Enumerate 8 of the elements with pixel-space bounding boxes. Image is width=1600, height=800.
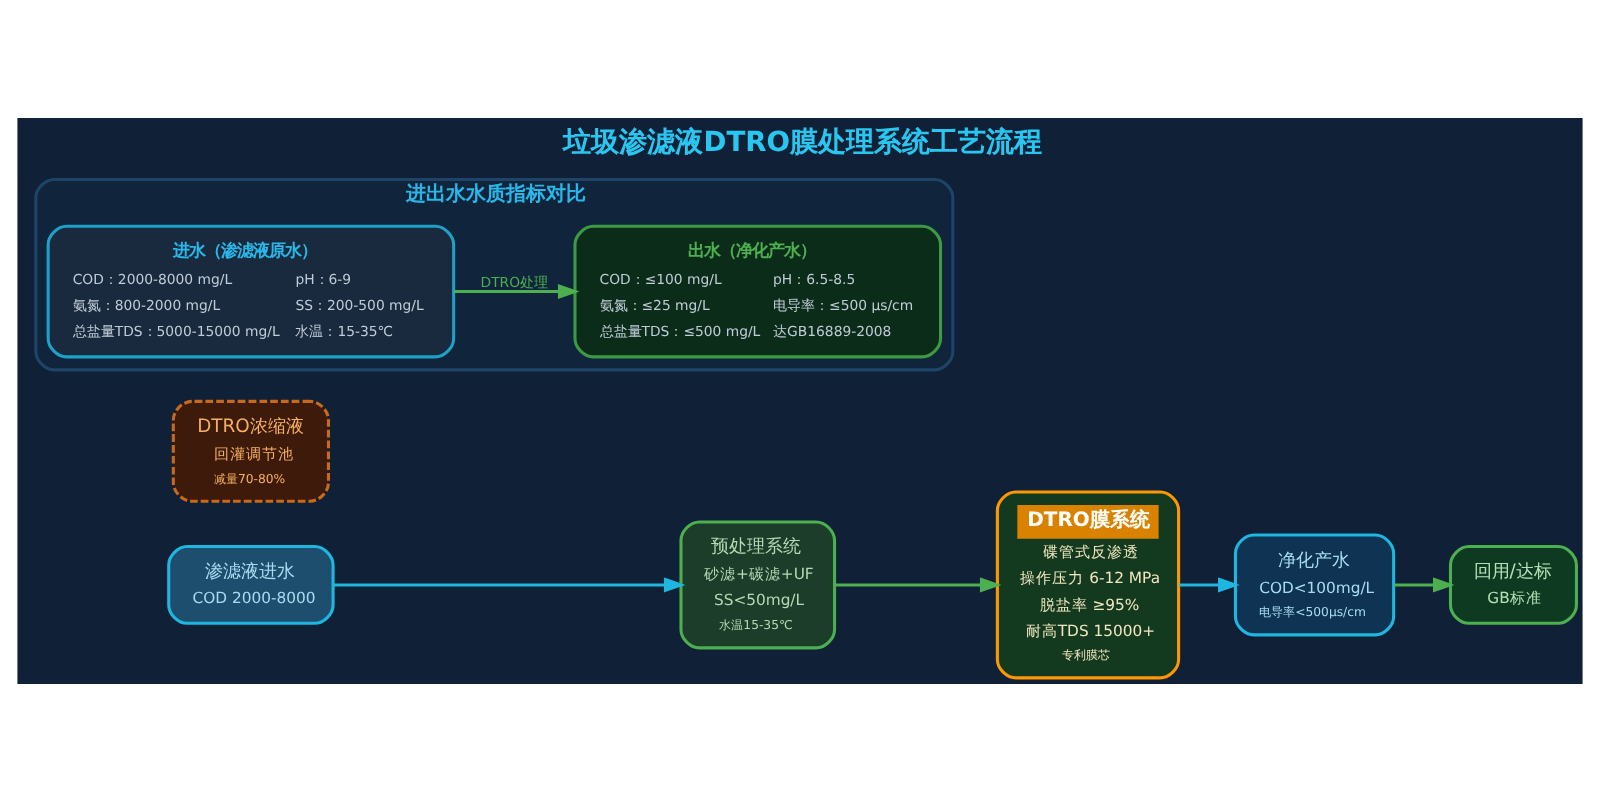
arrow [1179, 576, 1240, 592]
arrow [333, 576, 686, 592]
diagram-title: 垃圾渗滤液DTRO膜处理系统工艺流程 [563, 125, 1042, 158]
node-box: 回用/达标 GB标准 [1448, 544, 1578, 624]
arrow [834, 576, 1002, 592]
node-box: 渗滤液进水 COD 2000-8000 [167, 544, 335, 624]
arrow [1394, 576, 1455, 592]
arrow [453, 283, 580, 299]
